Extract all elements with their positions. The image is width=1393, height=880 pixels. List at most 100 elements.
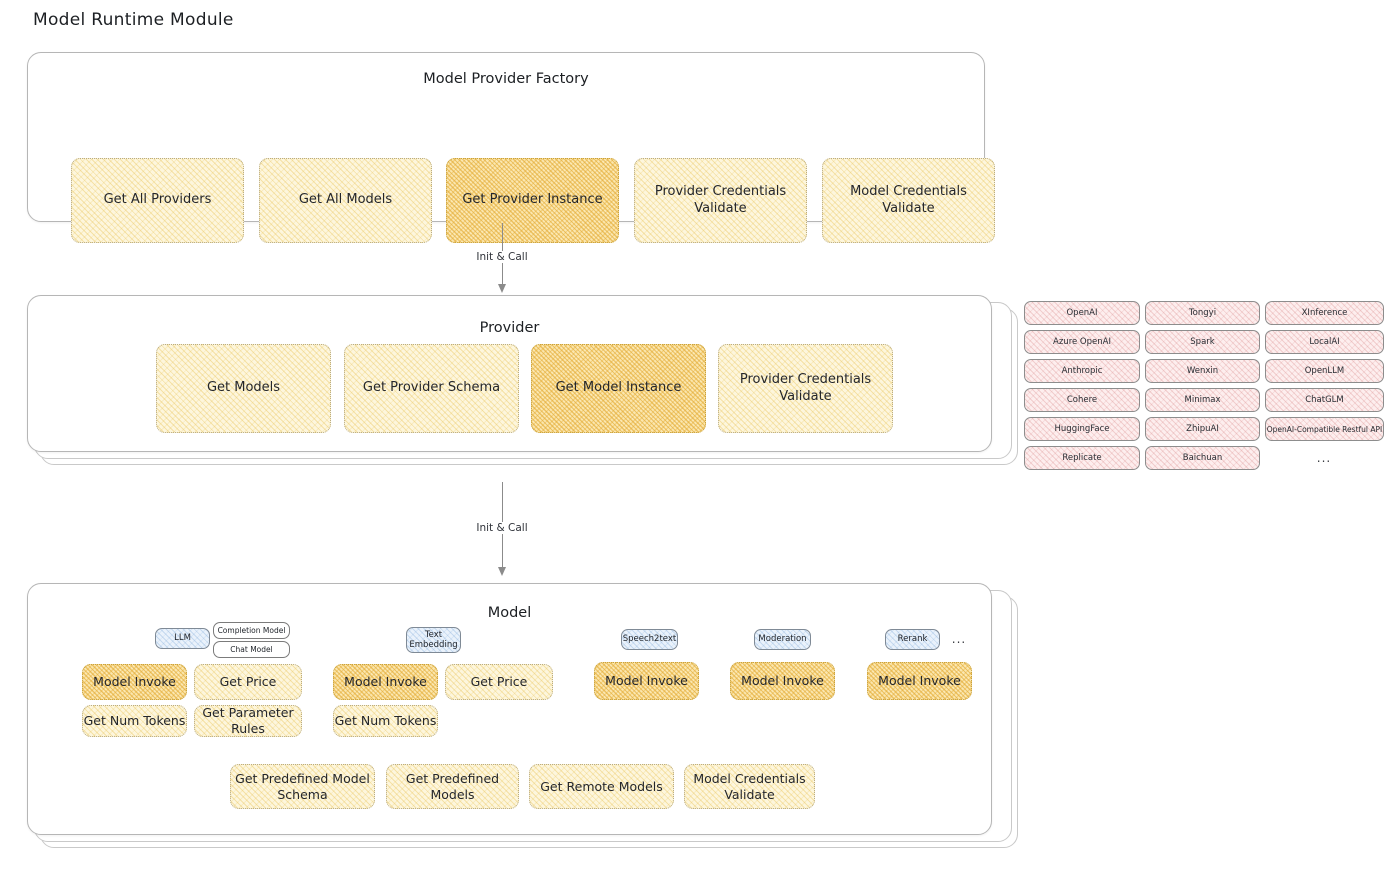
provider-pill-wenxin[interactable]: Wenxin	[1145, 359, 1260, 383]
provider-method-get-provider-schema[interactable]: Get Provider Schema	[344, 344, 519, 433]
provider-method-get-model-instance[interactable]: Get Model Instance	[531, 344, 706, 433]
model-method-llm-get-num-tokens[interactable]: Get Num Tokens	[82, 705, 187, 737]
provider-pill-label: ZhipuAI	[1186, 424, 1219, 434]
model-subtype-badge-completion-model[interactable]: Completion Model	[213, 622, 290, 639]
model-method-llm-get-price[interactable]: Get Price	[194, 664, 302, 700]
model-method-label: Model Invoke	[605, 673, 688, 689]
factory-method-label: Get All Providers	[103, 192, 212, 208]
model-method-label: Get Price	[219, 674, 277, 690]
model-method-text-embedding-model-invoke[interactable]: Model Invoke	[333, 664, 438, 700]
provider-pill-anthropic[interactable]: Anthropic	[1024, 359, 1140, 383]
provider-pill-replicate[interactable]: Replicate	[1024, 446, 1140, 470]
provider-pill-localai[interactable]: LocalAI	[1265, 330, 1384, 354]
model-title: Model	[487, 605, 532, 621]
provider-method-label: Get Models	[206, 380, 281, 396]
model-type-label: Speech2text	[622, 634, 677, 645]
provider-method-get-models[interactable]: Get Models	[156, 344, 331, 433]
factory-method-label: Get All Models	[298, 192, 393, 208]
provider-pill-label: HuggingFace	[1054, 424, 1110, 434]
model-type-badge-text-embedding[interactable]: Text Embedding	[406, 627, 461, 653]
model-method-text-embedding-get-price[interactable]: Get Price	[445, 664, 553, 700]
provider-pill-chatglm[interactable]: ChatGLM	[1265, 388, 1384, 412]
provider-title: Provider	[479, 320, 540, 336]
page-title: Model Runtime Module	[33, 10, 234, 30]
provider-pill-openllm[interactable]: OpenLLM	[1265, 359, 1384, 383]
model-method-llm-model-invoke-hl[interactable]: Model Invoke	[82, 664, 187, 700]
factory-method-get-provider-instance[interactable]: Get Provider Instance	[446, 158, 619, 243]
provider-pill-cohere[interactable]: Cohere	[1024, 388, 1140, 412]
factory-method-provider-credentials-validate[interactable]: Provider Credentials Validate	[634, 158, 807, 243]
provider-pill-openai-compatible-restful-api[interactable]: OpenAI-Compatible Restful API	[1265, 417, 1384, 441]
provider-method-label: Get Provider Schema	[362, 380, 501, 396]
model-method-llm-get-parameter-rules[interactable]: Get Parameter Rules	[194, 705, 302, 737]
model-method-moderation-model-invoke[interactable]: Model Invoke	[730, 662, 835, 700]
provider-pill-label: Spark	[1190, 337, 1215, 347]
model-subtype-label: Chat Model	[230, 645, 273, 654]
provider-pill-label: OpenLLM	[1304, 366, 1345, 376]
model-type-badge-moderation[interactable]: Moderation	[754, 629, 811, 650]
provider-pill-label: Wenxin	[1186, 366, 1219, 376]
factory-title: Model Provider Factory	[423, 71, 589, 87]
provider-pill-label: Baichuan	[1182, 453, 1223, 463]
arrow-provider-to-model-label: Init & Call	[472, 522, 532, 534]
provider-method-provider-credentials-validate[interactable]: Provider Credentials Validate	[718, 344, 893, 433]
model-method-text-embedding-get-num-tokens[interactable]: Get Num Tokens	[333, 705, 438, 737]
provider-pill-label: OpenAI	[1066, 308, 1098, 318]
model-type-label: Text Embedding	[409, 629, 458, 650]
model-type-label: LLM	[174, 633, 191, 644]
factory-method-label: Provider Credentials Validate	[654, 184, 787, 216]
model-method-label: Model Invoke	[344, 674, 427, 690]
model-subtype-label: Completion Model	[217, 626, 286, 635]
model-panel: Model LLM Completion Model Chat Model Te…	[27, 583, 1018, 848]
provider-pill-label: Azure OpenAI	[1053, 337, 1111, 347]
model-common-method-model-credentials-validate[interactable]: Model Credentials Validate	[684, 764, 815, 809]
provider-list-more: ...	[1316, 451, 1332, 465]
factory-method-label: Model Credentials Validate	[850, 184, 967, 216]
model-provider-factory-panel: Model Provider Factory Get All Providers…	[27, 52, 995, 243]
provider-pill-label: Replicate	[1062, 453, 1102, 463]
provider-pill-minimax[interactable]: Minimax	[1145, 388, 1260, 412]
factory-method-label: Get Provider Instance	[462, 192, 603, 208]
provider-pill-zhipuai[interactable]: ZhipuAI	[1145, 417, 1260, 441]
arrow-factory-to-provider-head	[498, 284, 506, 293]
provider-pill-label: Minimax	[1184, 395, 1221, 405]
factory-method-get-all-models[interactable]: Get All Models	[259, 158, 432, 243]
model-subtype-badge-chat-model[interactable]: Chat Model	[213, 641, 290, 658]
model-common-method-get-predefined-models[interactable]: Get Predefined Models	[386, 764, 519, 809]
provider-pill-label: ChatGLM	[1305, 395, 1344, 405]
provider-pill-openai[interactable]: OpenAI	[1024, 301, 1140, 325]
model-method-label: Model Invoke	[93, 674, 176, 690]
model-method-label: Get Num Tokens	[83, 713, 186, 729]
model-method-label: Get Parameter Rules	[202, 705, 294, 736]
provider-list: OpenAI Azure OpenAI Anthropic Cohere Hug…	[1024, 301, 1384, 476]
provider-pill-baichuan[interactable]: Baichuan	[1145, 446, 1260, 470]
model-common-method-label: Get Predefined Models	[405, 770, 500, 802]
model-type-badge-llm[interactable]: LLM	[155, 628, 210, 649]
factory-method-get-all-providers[interactable]: Get All Providers	[71, 158, 244, 243]
provider-pill-tongyi[interactable]: Tongyi	[1145, 301, 1260, 325]
provider-pill-xinference[interactable]: XInference	[1265, 301, 1384, 325]
provider-pill-azure-openai[interactable]: Azure OpenAI	[1024, 330, 1140, 354]
model-method-label: Model Invoke	[741, 673, 824, 689]
provider-method-label: Provider Credentials Validate	[739, 372, 872, 404]
model-common-method-label: Get Predefined Model Schema	[235, 770, 370, 802]
provider-method-label: Get Model Instance	[555, 380, 682, 396]
model-method-speech2text-model-invoke[interactable]: Model Invoke	[594, 662, 699, 700]
provider-pill-label: Cohere	[1066, 395, 1098, 405]
model-type-badge-rerank[interactable]: Rerank	[885, 629, 940, 650]
model-common-method-get-predefined-model-schema[interactable]: Get Predefined Model Schema	[230, 764, 375, 809]
model-method-label: Get Price	[470, 674, 528, 690]
factory-method-model-credentials-validate[interactable]: Model Credentials Validate	[822, 158, 995, 243]
provider-pill-spark[interactable]: Spark	[1145, 330, 1260, 354]
model-method-rerank-model-invoke[interactable]: Model Invoke	[867, 662, 972, 700]
model-type-badge-speech2text[interactable]: Speech2text	[621, 629, 678, 650]
model-method-label: Model Invoke	[878, 673, 961, 689]
model-type-label: Moderation	[758, 634, 807, 645]
provider-pill-label: XInference	[1301, 308, 1348, 318]
model-common-method-label: Model Credentials Validate	[693, 770, 806, 802]
provider-pill-huggingface[interactable]: HuggingFace	[1024, 417, 1140, 441]
model-common-method-get-remote-models[interactable]: Get Remote Models	[529, 764, 674, 809]
model-types-more: ...	[951, 632, 967, 646]
provider-panel: Provider Get Models Get Provider Schema …	[27, 295, 1018, 465]
